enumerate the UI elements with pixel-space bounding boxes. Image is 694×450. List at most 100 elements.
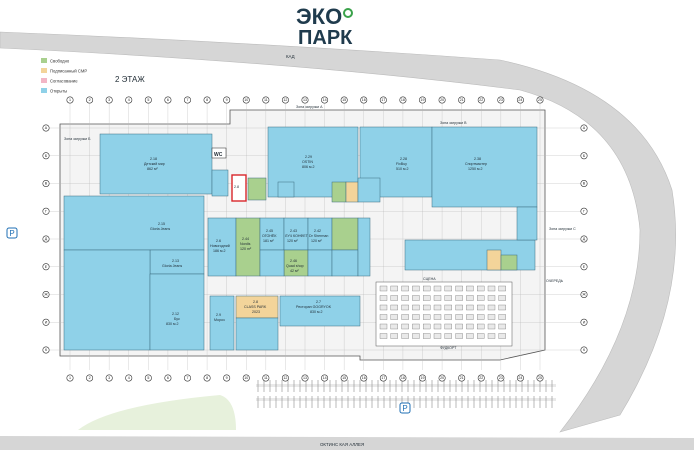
- unit-small-d[interactable]: [331, 181, 347, 203]
- unit-left-lower[interactable]: [63, 249, 151, 351]
- axis-label-top: 2: [89, 98, 91, 102]
- axis-marker-bottom: 16: [360, 374, 368, 382]
- logo-line-1: ЭКО: [296, 4, 342, 29]
- unit-2-18[interactable]: [99, 133, 213, 195]
- table: [423, 295, 431, 301]
- unit-2-15[interactable]: [63, 195, 205, 251]
- unit-small-f[interactable]: [357, 177, 381, 203]
- unit-2-42[interactable]: [307, 217, 333, 251]
- unit-2-13-code: 2.13: [172, 259, 179, 263]
- unit-2-6[interactable]: [207, 217, 237, 277]
- unit-2-42-code: 2.42: [314, 229, 321, 233]
- axis-label-top: 22: [479, 98, 483, 102]
- axis-marker-right: Ж: [580, 290, 588, 298]
- unit-island-c[interactable]: [331, 217, 359, 251]
- axis-label-left: А: [45, 126, 48, 130]
- road-label-bottom: ОКТИНС КАЯ АЛЛЕЯ: [320, 442, 364, 447]
- unit-small-c[interactable]: [277, 181, 295, 198]
- unit-2-7[interactable]: [279, 295, 361, 327]
- table: [477, 333, 485, 339]
- axis-label-bottom: 7: [187, 376, 189, 380]
- unit-2-9-name: Мороз: [214, 318, 225, 322]
- axis-label-top: 9: [226, 98, 228, 102]
- axis-marker-bottom: 11: [262, 374, 270, 382]
- unit-right-signed[interactable]: [486, 249, 502, 271]
- unit-island-f[interactable]: [259, 249, 285, 277]
- unit-2-12-code: 2.12: [172, 312, 179, 316]
- axis-label-top: 12: [283, 98, 287, 102]
- unit-2-43-name: ЛУЧ КОНФЕТ: [285, 234, 309, 238]
- unit-small-b[interactable]: [247, 177, 267, 201]
- table: [487, 314, 496, 320]
- axis-marker-bottom: 9: [223, 374, 231, 382]
- unit-island-e[interactable]: [357, 217, 371, 277]
- axis-label-top: 15: [342, 98, 346, 102]
- unit-2-12[interactable]: [149, 273, 205, 351]
- highlighted-unit[interactable]: [231, 174, 247, 202]
- axis-label-top: 19: [421, 98, 425, 102]
- unit-small-a[interactable]: [211, 169, 229, 197]
- table: [498, 304, 506, 311]
- green-area: [78, 395, 236, 430]
- unit-2-13[interactable]: [149, 249, 205, 275]
- axis-label-top: 13: [303, 98, 307, 102]
- unit-2-44-code: 2.44: [242, 237, 249, 241]
- axis-marker-bottom: 22: [477, 374, 485, 382]
- unit-2-9[interactable]: [209, 295, 235, 351]
- unit-2-9b[interactable]: [235, 317, 279, 351]
- axis-marker-top: 2: [86, 96, 94, 104]
- unit-2-6-code: 2.6: [216, 239, 221, 243]
- table: [401, 333, 409, 339]
- axis-label-top: 6: [167, 98, 169, 102]
- wc-label: WC: [214, 152, 223, 158]
- axis-marker-bottom: 18: [399, 374, 407, 382]
- unit-2-18-code: 2.18: [150, 157, 157, 161]
- unit-2-44-name: Nordis: [240, 242, 251, 246]
- unit-2-38-code: 2.38: [474, 157, 481, 161]
- axis-marker-bottom: 15: [340, 374, 348, 382]
- axis-label-top: 18: [401, 98, 405, 102]
- table: [498, 295, 506, 301]
- floor-title: 2 ЭТАЖ: [115, 75, 145, 84]
- unit-2-38[interactable]: [431, 126, 538, 208]
- table: [379, 323, 388, 330]
- table: [423, 333, 431, 339]
- table: [466, 295, 474, 301]
- unit-2-46[interactable]: [283, 249, 309, 277]
- table: [379, 285, 388, 292]
- axis-label-left: В: [45, 182, 48, 186]
- axis-label-bottom: 10: [244, 376, 248, 380]
- table: [466, 314, 474, 320]
- unit-small-e[interactable]: [345, 181, 359, 203]
- table: [444, 304, 452, 311]
- table: [466, 304, 474, 311]
- axis-marker-bottom: 13: [301, 374, 309, 382]
- axis-label-top: 7: [187, 98, 189, 102]
- unit-island-d[interactable]: [331, 249, 359, 277]
- unit-2-8-code: 2.8: [253, 300, 258, 304]
- table: [401, 295, 409, 301]
- table: [379, 333, 388, 339]
- unit-right-corner[interactable]: [516, 206, 538, 241]
- table: [466, 285, 474, 292]
- axis-label-bottom: 24: [518, 376, 522, 380]
- unit-right-free[interactable]: [500, 254, 518, 271]
- unit-island-b[interactable]: [307, 249, 333, 277]
- table: [390, 333, 398, 339]
- table: [487, 295, 496, 301]
- axis-marker-bottom: 21: [458, 374, 466, 382]
- unit-2-45[interactable]: [259, 217, 285, 251]
- axis-label-left: К: [45, 348, 48, 352]
- unit-2-6-name: Новогодний: [210, 244, 230, 248]
- axis-label-bottom: 23: [499, 376, 503, 380]
- table: [444, 295, 452, 301]
- unit-2-43[interactable]: [283, 217, 309, 251]
- table: [487, 333, 496, 339]
- axis-label-bottom: 25: [538, 376, 542, 380]
- axis-label-bottom: 13: [303, 376, 307, 380]
- axis-label-top: 14: [323, 98, 327, 102]
- unit-2-18-name: Детский мир: [144, 162, 165, 166]
- legend-label-signed: Подписанный СМР: [50, 68, 87, 73]
